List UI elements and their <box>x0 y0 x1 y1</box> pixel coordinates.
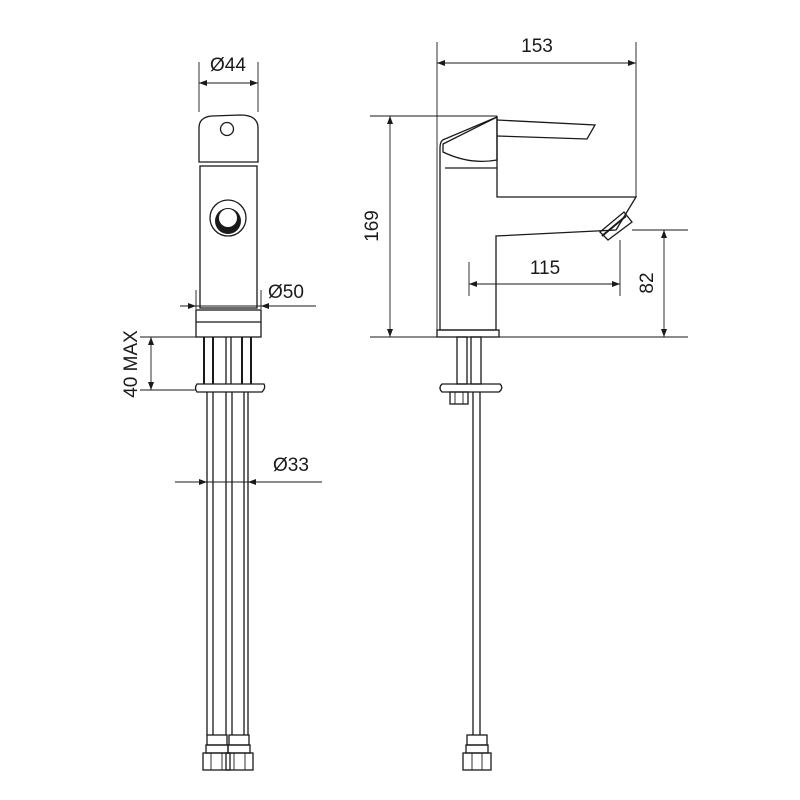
side-fixing-washer <box>439 383 503 393</box>
front-view: Ø44 Ø50 40 MAX Ø33 <box>121 55 322 771</box>
side-hose-upper <box>470 336 482 385</box>
label-side-spout-reach: 115 <box>530 258 560 279</box>
side-lever-hub <box>442 115 498 163</box>
label-front-base-diameter: Ø50 <box>268 282 304 303</box>
dim-side-spout-reach: 115 <box>468 240 621 296</box>
side-fixing-nut <box>449 391 469 405</box>
label-front-body-diameter: Ø44 <box>210 55 246 76</box>
side-body-outline <box>439 116 638 331</box>
label-side-total-length: 153 <box>521 36 553 57</box>
front-hose-fittings <box>202 734 254 771</box>
label-front-max-thickness: 40 MAX <box>121 330 142 398</box>
label-side-total-height: 169 <box>362 210 383 242</box>
side-lever <box>496 119 597 140</box>
side-threaded-rod <box>456 336 468 385</box>
dim-side-spout-height: 82 <box>632 229 688 337</box>
label-side-spout-height: 82 <box>637 272 658 293</box>
dim-front-body-diameter: Ø44 <box>198 55 259 112</box>
label-front-shank-diameter: Ø33 <box>273 455 309 476</box>
side-view: 153 169 115 82 <box>362 36 688 771</box>
side-hose-fitting <box>462 734 492 771</box>
dim-side-total-height: 169 <box>362 115 497 337</box>
front-fixing-washer <box>194 383 266 393</box>
front-lever-hole <box>219 121 235 137</box>
side-base <box>436 329 500 338</box>
dim-side-total-length: 153 <box>436 36 637 330</box>
front-lever-head <box>198 114 259 163</box>
side-aerator-edge <box>601 215 627 237</box>
front-body <box>199 165 258 309</box>
dim-front-shank-diameter: Ø33 <box>175 455 322 492</box>
front-supply-hoses <box>203 337 252 735</box>
dim-front-base-diameter: Ø50 <box>180 282 316 309</box>
front-base <box>195 309 262 338</box>
side-aerator <box>599 211 633 241</box>
dim-front-max-thickness: 40 MAX <box>121 330 196 398</box>
front-aerator-outer <box>209 199 247 237</box>
front-aerator-inner <box>219 209 237 227</box>
